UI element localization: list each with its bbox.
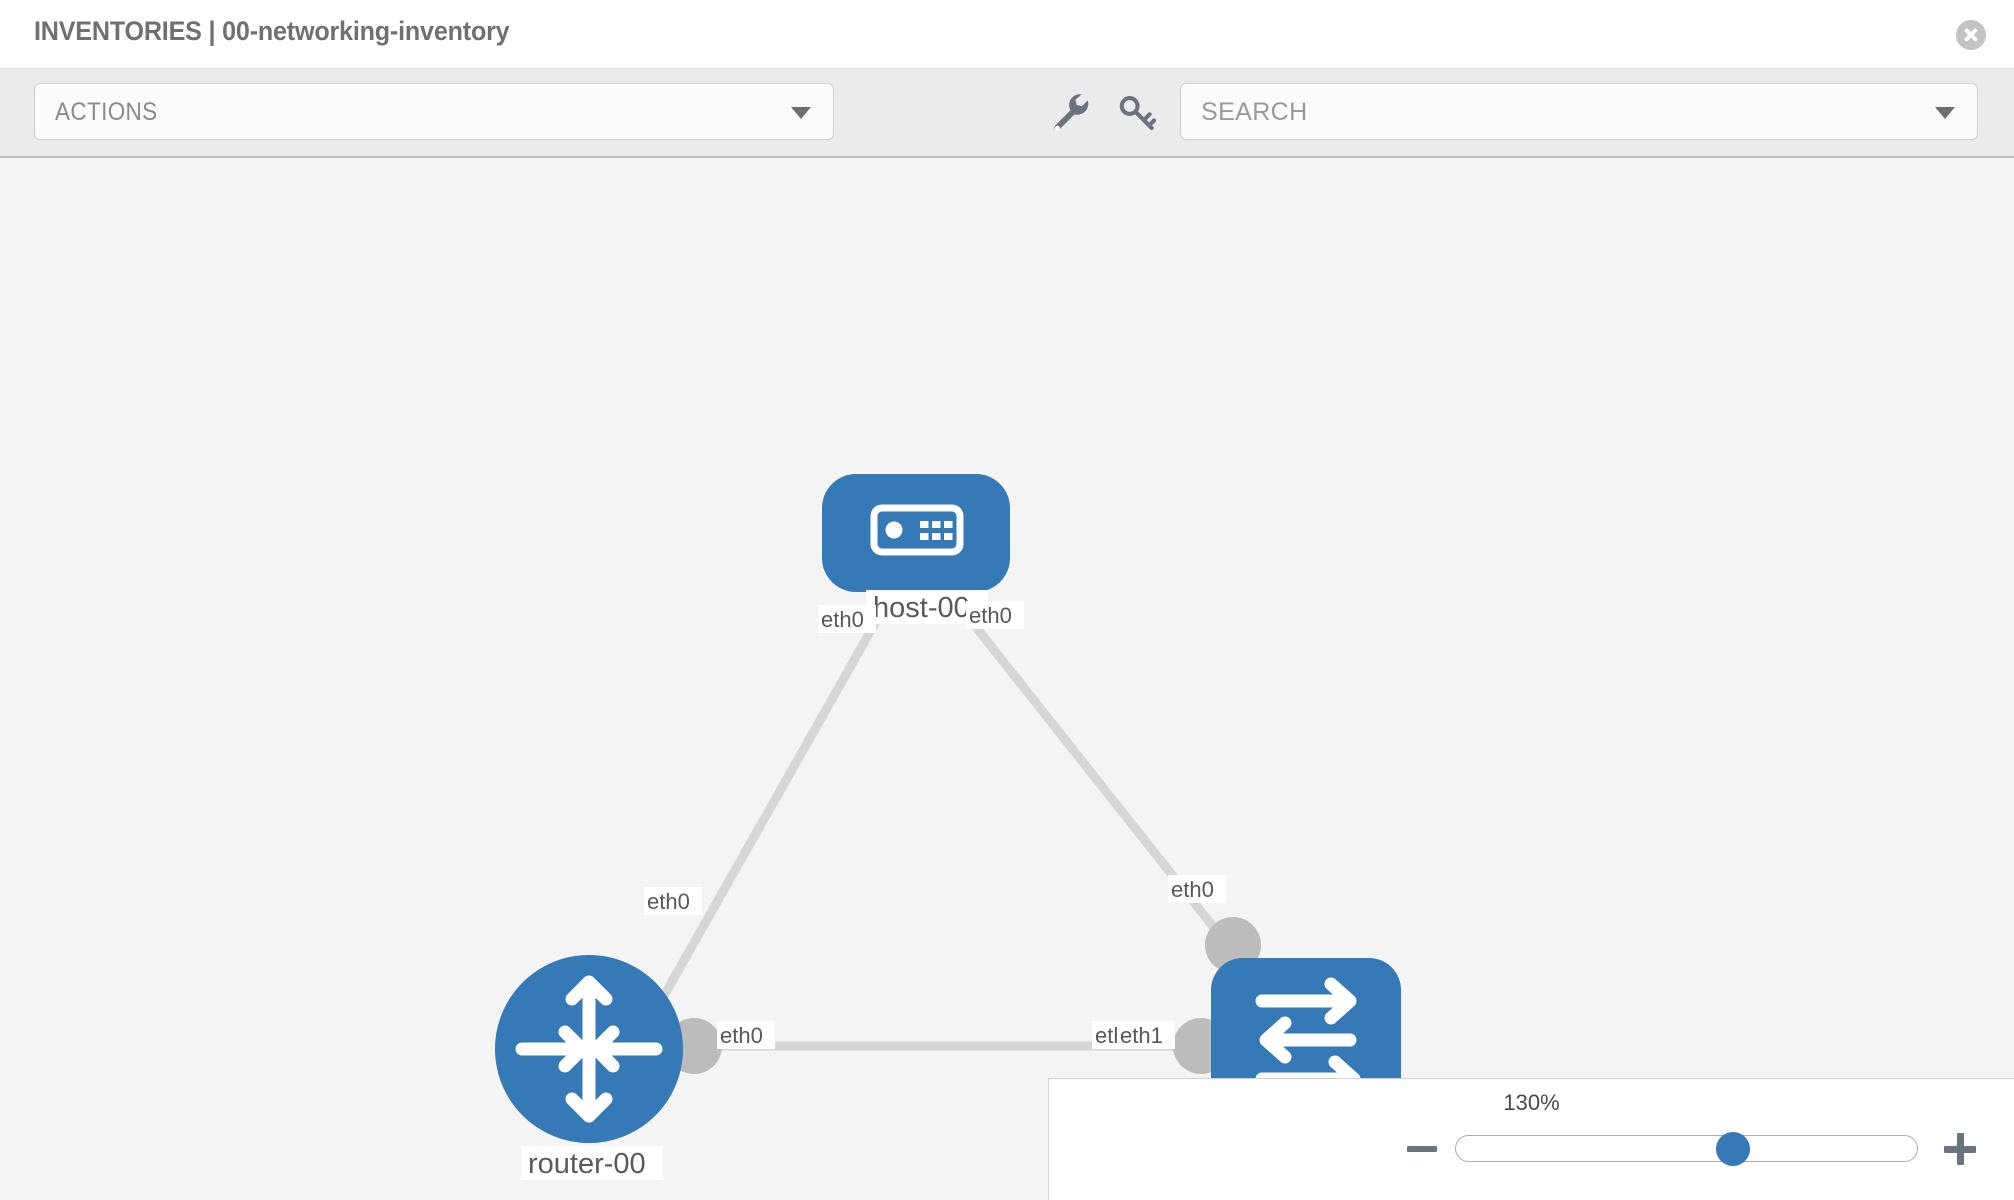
- actions-dropdown[interactable]: ACTIONS: [34, 83, 834, 140]
- interface-label-text: eth0: [969, 603, 1012, 628]
- interface-label: eth0: [966, 601, 1024, 629]
- key-icon[interactable]: [1116, 91, 1158, 133]
- minus-icon[interactable]: [1405, 1127, 1439, 1171]
- node-router-00[interactable]: router-00: [495, 955, 683, 1180]
- wrench-icon[interactable]: [1048, 91, 1090, 133]
- router-arrows-icon: [515, 975, 663, 1123]
- topology-ports: [666, 558, 1261, 1074]
- plus-icon[interactable]: [1944, 1127, 1978, 1171]
- interface-label-text: eth0: [647, 889, 690, 914]
- zoom-control-panel: 130%: [1048, 1078, 2014, 1200]
- interface-label-text: eth0: [720, 1023, 763, 1048]
- zoom-slider-row: [1049, 1127, 2014, 1171]
- page-header: INVENTORIES | 00-networking-inventory: [0, 0, 2014, 68]
- interface-label: eth0: [717, 1021, 775, 1049]
- close-icon[interactable]: [1956, 20, 1986, 50]
- page-title: INVENTORIES | 00-networking-inventory: [34, 16, 510, 46]
- interface-label: eth0: [1168, 875, 1226, 903]
- actions-dropdown-label: ACTIONS: [55, 98, 158, 126]
- node-label-router-00: router-00: [528, 1148, 646, 1180]
- toolbar: ACTIONS: [0, 68, 2014, 158]
- chevron-down-icon: [791, 106, 811, 119]
- search-field[interactable]: [1180, 83, 1978, 141]
- zoom-level-label: 130%: [1503, 1090, 1560, 1115]
- interface-label: eth0: [644, 887, 702, 915]
- interface-labels: eth0 eth0 eth0 eth0 eth0: [644, 601, 1226, 1049]
- interface-label-text: eth0: [1171, 877, 1214, 902]
- interface-label: eth1: [1117, 1021, 1175, 1049]
- zoom-slider-track[interactable]: [1455, 1131, 1918, 1166]
- interface-label: eth0: [818, 605, 876, 633]
- node-label-host-00: host-00: [873, 592, 970, 624]
- server-icon: [870, 504, 964, 556]
- zoom-slider-thumb[interactable]: [1715, 1131, 1750, 1166]
- chevron-down-icon[interactable]: [1935, 106, 1955, 119]
- topology-canvas[interactable]: host-00: [0, 158, 2014, 1200]
- interface-label-text: eth1: [1120, 1023, 1163, 1048]
- interface-label-text: eth0: [821, 607, 864, 632]
- topology-links: [636, 585, 1234, 1051]
- link-host00-router00[interactable]: [636, 585, 899, 1041]
- search-input[interactable]: [1199, 84, 1903, 141]
